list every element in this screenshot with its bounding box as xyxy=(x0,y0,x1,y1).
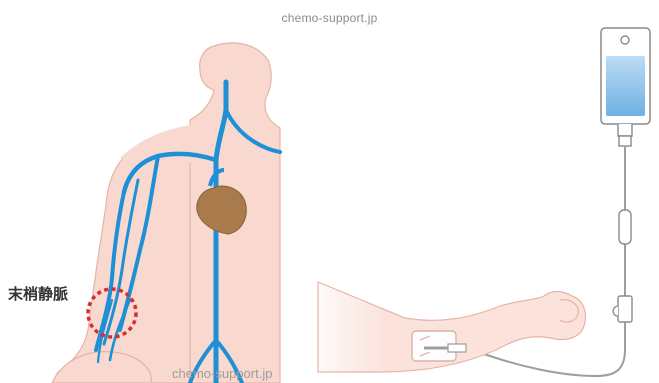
peripheral-vein-label: 末梢静脈 xyxy=(8,283,68,304)
iv-drip-chamber-top xyxy=(619,136,631,146)
upper-body-illustration xyxy=(52,43,280,383)
iv-infusion-illustration xyxy=(318,28,650,376)
iv-bag-neck xyxy=(618,124,632,136)
iv-bag-fluid xyxy=(606,56,645,116)
iv-clamp-wheel xyxy=(613,306,618,316)
iv-catheter-hub xyxy=(448,344,466,352)
iv-drip-chamber xyxy=(619,210,631,244)
site-watermark-top: chemo-support.jp xyxy=(0,11,659,25)
site-watermark-bottom: chemo-support.jp xyxy=(172,366,272,381)
iv-roller-clamp xyxy=(618,296,632,322)
